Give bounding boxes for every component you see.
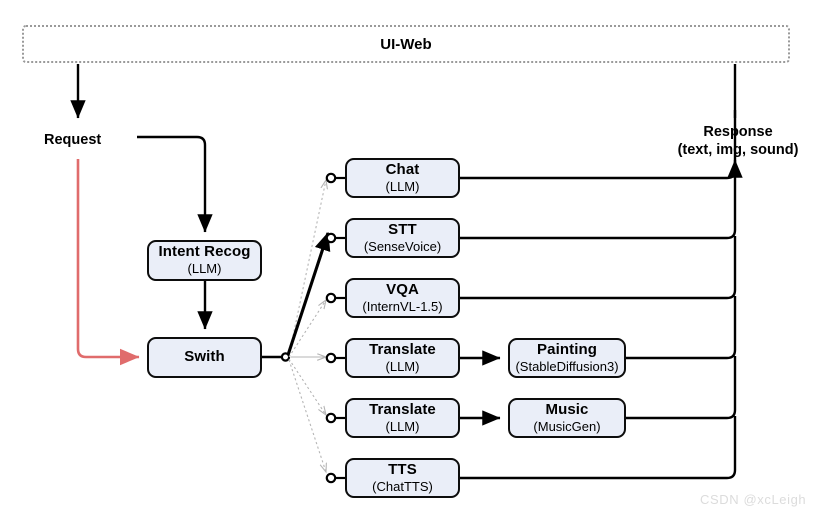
edge-service-2-to-response xyxy=(460,236,737,300)
service-2-input-port xyxy=(325,292,337,304)
node-downstream-music-title: Music xyxy=(545,400,589,418)
node-switch-title: Swith xyxy=(184,348,225,366)
node-service-1-title: STT xyxy=(388,220,417,238)
node-downstream-music-model: (MusicGen) xyxy=(533,418,601,434)
node-service-3-title: Translate xyxy=(369,340,436,358)
edge-fanout-to-service-4 xyxy=(288,358,326,415)
service-0-input-port xyxy=(325,172,337,184)
node-service-4: Translate (LLM) xyxy=(345,398,460,438)
uiweb-container: UI-Web xyxy=(22,25,790,63)
edge-fanout-to-service-2 xyxy=(288,300,326,358)
service-5-input-port xyxy=(325,472,337,484)
response-label-line1: Response xyxy=(703,124,773,140)
node-service-4-model: (LLM) xyxy=(385,418,420,434)
edge-fanout-to-service-1-active xyxy=(286,231,331,356)
response-label: Response (text, img, sound) xyxy=(668,123,808,159)
node-intent-recog-title: Intent Recog xyxy=(158,243,251,261)
node-service-2-model: (InternVL-1.5) xyxy=(362,298,443,314)
request-label: Request xyxy=(44,132,102,148)
node-service-1-model: (SenseVoice) xyxy=(363,238,442,254)
node-switch: Swith xyxy=(147,337,262,378)
watermark: CSDN @xcLeigh xyxy=(700,492,807,507)
node-intent-recog: Intent Recog (LLM) xyxy=(147,240,262,281)
edge-fanout-to-service-5 xyxy=(288,359,326,472)
node-service-1: STT (SenseVoice) xyxy=(345,218,460,258)
edge-request-to-intent xyxy=(137,135,213,233)
node-service-4-title: Translate xyxy=(369,400,436,418)
service-3-input-port xyxy=(325,352,337,364)
edge-music-to-response xyxy=(626,356,737,420)
edge-service-1-to-response xyxy=(460,176,737,240)
node-downstream-painting-model: (StableDiffusion3) xyxy=(515,358,619,374)
uiweb-label: UI-Web xyxy=(380,35,432,53)
node-service-5-model: (ChatTTS) xyxy=(372,478,433,494)
node-downstream-painting-title: Painting xyxy=(537,340,597,358)
node-service-0: Chat (LLM) xyxy=(345,158,460,198)
service-1-input-port xyxy=(325,232,337,244)
node-service-5: TTS (ChatTTS) xyxy=(345,458,460,498)
service-4-input-port xyxy=(325,412,337,424)
node-downstream-music: Music (MusicGen) xyxy=(508,398,626,438)
edge-painting-to-response xyxy=(626,296,737,360)
node-service-2: VQA (InternVL-1.5) xyxy=(345,278,460,318)
node-intent-recog-model: (LLM) xyxy=(187,261,222,277)
edge-fanout-to-service-0 xyxy=(288,180,326,356)
node-service-3: Translate (LLM) xyxy=(345,338,460,378)
node-downstream-painting: Painting (StableDiffusion3) xyxy=(508,338,626,378)
node-service-0-title: Chat xyxy=(385,160,420,178)
node-service-3-model: (LLM) xyxy=(385,358,420,374)
edge-request-bypass-to-switch xyxy=(76,159,140,366)
node-service-2-title: VQA xyxy=(386,280,419,298)
response-label-line2: (text, img, sound) xyxy=(677,142,799,159)
node-service-0-model: (LLM) xyxy=(385,178,420,194)
node-service-5-title: TTS xyxy=(388,460,417,478)
fanout-hub-port xyxy=(280,352,291,362)
